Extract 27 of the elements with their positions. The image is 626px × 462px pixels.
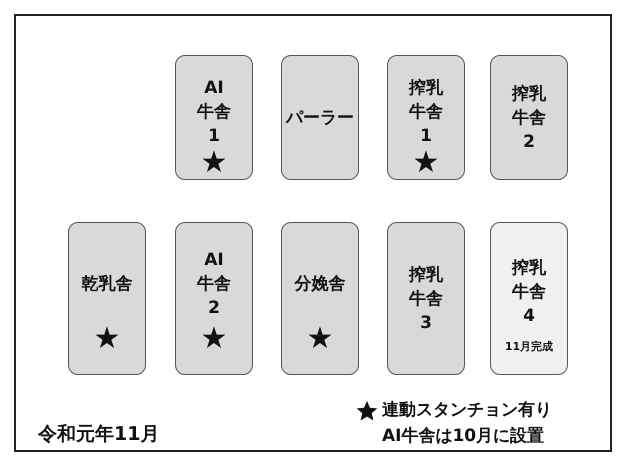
- building-box: [68, 222, 146, 375]
- building-box: [281, 222, 359, 375]
- date-label: 令和元年11月: [38, 422, 160, 447]
- building-box: [175, 222, 253, 375]
- legend-text: 連動スタンチョン有り: [382, 399, 552, 422]
- completion-note: 11月完成: [504, 340, 554, 354]
- building-name: AI 牛舎 1: [197, 77, 231, 148]
- building-name: 搾乳牛舎2: [511, 82, 547, 154]
- building-name: AI 牛舎 2: [197, 248, 231, 320]
- building-name: 乾乳舎: [82, 272, 132, 296]
- star-mark: ★: [200, 148, 228, 178]
- building-box: [387, 55, 465, 180]
- star-mark: ★: [412, 148, 440, 178]
- building-name: 搾乳牛舎1: [408, 77, 444, 148]
- building-box: [387, 222, 465, 375]
- star-mark: ★: [306, 324, 334, 354]
- building-name: 搾乳牛舎3: [408, 264, 444, 334]
- building-name: 搾乳牛舎4: [511, 256, 547, 328]
- star-mark: ★: [94, 324, 120, 354]
- star-mark: ★: [200, 324, 228, 354]
- building-name: 分娩舎: [294, 272, 346, 296]
- building-box: [490, 55, 568, 180]
- note-text: AI牛舎は10月に設置: [382, 424, 546, 448]
- building-box: [175, 55, 253, 180]
- building-box: [490, 222, 568, 375]
- building-box: [281, 55, 359, 180]
- building-name: パーラー: [286, 106, 354, 130]
